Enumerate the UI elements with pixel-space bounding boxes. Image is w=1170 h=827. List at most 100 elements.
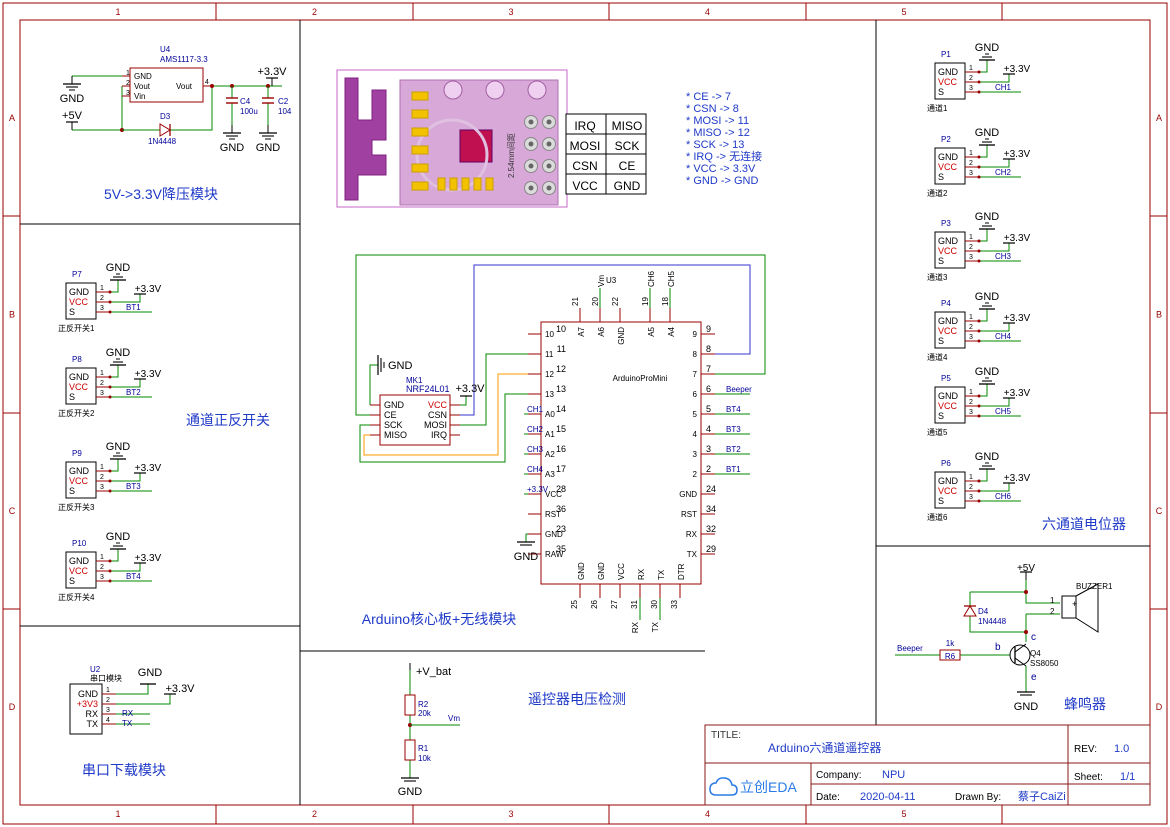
u3-pin-number: 24 <box>706 484 716 494</box>
wire-gnd <box>116 684 149 695</box>
switch-pin-number: 2 <box>100 295 104 302</box>
photo-pin-label: MOSI <box>570 139 601 153</box>
u3-pin-number: 13 <box>556 384 566 394</box>
pot-pin-name: GND <box>938 67 959 77</box>
u3-pin-name: RAW <box>545 550 564 559</box>
u3-net: CH1 <box>527 405 544 414</box>
u3-pin-name: GND <box>577 562 586 580</box>
u4-pin-name: GND <box>134 72 152 81</box>
wire-gnd <box>979 469 988 482</box>
power-label: +3.3V <box>135 553 162 564</box>
rev-label: REV: <box>1074 744 1097 755</box>
u3-pin-name: 9 <box>693 330 698 339</box>
wire-sck <box>359 393 528 463</box>
wire-vcc <box>979 483 1010 492</box>
switch-pin-name: VCC <box>69 566 89 576</box>
buzzer-pin-number: 2 <box>1050 607 1055 616</box>
u3-pin-number: 19 <box>641 297 650 306</box>
pot-pin-name: VCC <box>938 246 958 256</box>
mk1-body <box>379 394 451 446</box>
wire-vcc <box>979 159 1010 168</box>
photo-smd-pad <box>411 127 429 137</box>
switch-ref: P8 <box>72 355 82 364</box>
divider-net: Vm <box>448 714 460 723</box>
wire-gnd <box>979 145 988 158</box>
u3-pin-name: A2 <box>545 450 555 459</box>
zone-row-label: D <box>1156 702 1163 712</box>
junction-dot <box>108 375 112 379</box>
zone-row-label: C <box>9 506 16 516</box>
d4-part: 1N4448 <box>978 617 1007 626</box>
junction-dot <box>108 469 112 473</box>
gnd-label: GND <box>388 360 413 372</box>
u3-net: Beeper <box>726 385 752 394</box>
pot-net: CH6 <box>995 492 1012 501</box>
power-label: +5V <box>62 110 83 122</box>
company-value: NPU <box>882 769 905 781</box>
switch-ref: P9 <box>72 449 82 458</box>
photo-smd-pad <box>449 177 458 191</box>
wire-gnd <box>979 384 988 397</box>
pot-name: 通道5 <box>927 427 948 437</box>
gnd-label: GND <box>1014 701 1039 713</box>
wire-gnd <box>525 533 528 542</box>
photo-pin-label: CSN <box>572 159 597 173</box>
pot-body <box>934 147 966 185</box>
switch-pin-number: 3 <box>100 484 104 491</box>
junction-dot <box>977 479 981 483</box>
pin-map-line: * CSN -> 8 <box>686 103 739 115</box>
switch-body <box>65 367 97 405</box>
pin-map-line: * MOSI -> 11 <box>686 115 749 127</box>
r2-ref: R2 <box>418 700 429 709</box>
u3-pin-number: 18 <box>661 297 670 306</box>
zone-row-label: B <box>1156 310 1162 320</box>
wire <box>969 616 1026 633</box>
u3-pin-name: A4 <box>667 326 676 336</box>
u4-pin-name: Vin <box>134 92 145 101</box>
gnd-label: GND <box>106 347 131 359</box>
switch-pin-name: GND <box>69 372 90 382</box>
r6-ref: R6 <box>945 652 956 661</box>
u3-pin-number: 5 <box>706 404 711 414</box>
rev-value: 1.0 <box>1114 743 1129 755</box>
pot-ref: P2 <box>941 135 951 144</box>
pot-name: 通道6 <box>927 512 948 522</box>
photo-smd-pad <box>485 177 494 191</box>
wire <box>170 86 213 131</box>
u3-pin-name: A1 <box>545 430 555 439</box>
c2-ref: C2 <box>278 97 289 106</box>
switch-pin-number: 2 <box>100 564 104 571</box>
junction-dot <box>977 319 981 323</box>
u3-pin-number: 22 <box>611 297 620 306</box>
u3-pin-number: 32 <box>706 524 716 534</box>
switch-net: BT4 <box>126 572 141 581</box>
pot-body <box>934 471 966 509</box>
u4-pin-number: 2 <box>126 80 130 87</box>
gnd-label: GND <box>138 667 163 679</box>
switch-pin-name: VCC <box>69 297 89 307</box>
u3-pin-number: 31 <box>630 599 639 608</box>
switch-name: 正反开关1 <box>58 323 95 333</box>
logo-text: 立创EDA <box>740 779 797 795</box>
u4-pin-number: 3 <box>126 90 130 97</box>
junction-dot <box>977 259 981 263</box>
u3-pin-number: 10 <box>556 324 566 334</box>
junction-dot <box>977 329 981 333</box>
u4-pin-name: Vout <box>176 82 193 91</box>
u4-pin-number: 1 <box>126 70 130 77</box>
power-label: +3.3V <box>1004 388 1031 399</box>
u3-pin-name: RST <box>681 510 697 519</box>
u3-net: BT4 <box>726 405 741 414</box>
u3-pin-number: 28 <box>556 484 566 494</box>
zone-row-label: A <box>1156 113 1162 123</box>
q4-part: SS8050 <box>1030 659 1059 668</box>
zone-column-label: 3 <box>508 809 513 819</box>
u3-pin-name: RX <box>637 568 646 580</box>
buzzer-polarity: + <box>1072 599 1077 609</box>
pot-ref: P5 <box>941 374 951 383</box>
wire-gnd <box>110 459 119 472</box>
power-label: +3.3V <box>1004 313 1031 324</box>
date-value: 2020-04-11 <box>860 791 915 803</box>
u3-pin-number: 35 <box>556 544 566 554</box>
